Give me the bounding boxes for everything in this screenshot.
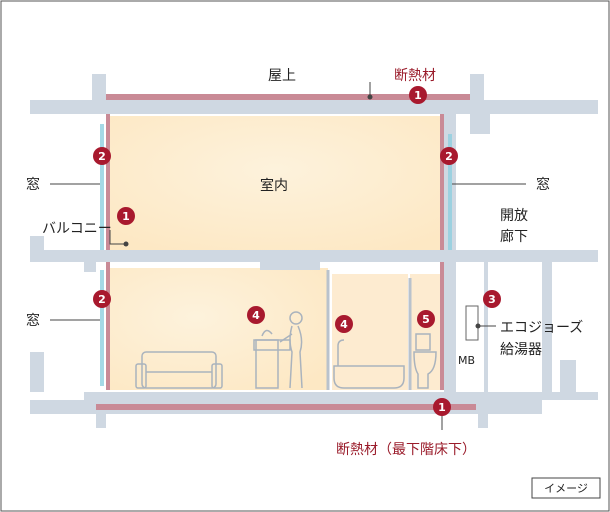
mb-label: MB xyxy=(458,354,475,367)
rooftop-label: 屋上 xyxy=(268,68,296,84)
ecojoze-label-1: エコジョーズ xyxy=(500,320,583,336)
marker-window-left-bottom: 2 xyxy=(93,290,111,308)
marker-floor: 1 xyxy=(433,398,451,416)
person-icon xyxy=(279,311,303,389)
bathtub-icon xyxy=(333,339,405,389)
svg-text:4: 4 xyxy=(340,318,348,331)
marker-window-right-top: 2 xyxy=(440,147,458,165)
toilet-icon xyxy=(413,333,437,389)
marker-roof: 1 xyxy=(409,86,427,104)
toilet-room xyxy=(410,274,444,390)
insulation-bottom-label: 断熱材（最下階床下） xyxy=(336,442,476,458)
windows xyxy=(100,124,452,386)
indoor-label: 室内 xyxy=(260,177,288,194)
ecojoze-label-2: 給湯器 xyxy=(500,341,542,358)
window-label-left-bottom: 窓 xyxy=(26,312,40,329)
open-corridor-label-1: 開放 xyxy=(500,208,528,224)
marker-toilet: 5 xyxy=(417,310,435,328)
svg-text:3: 3 xyxy=(488,293,496,306)
marker-balcony: 1 xyxy=(117,207,135,225)
svg-text:2: 2 xyxy=(445,150,453,163)
balcony-label: バルコニー xyxy=(42,221,112,237)
window-label-right-top: 窓 xyxy=(536,176,550,193)
svg-text:1: 1 xyxy=(438,401,446,414)
marker-sink: 4 xyxy=(247,306,265,324)
ceiling-beam xyxy=(260,262,320,270)
svg-text:5: 5 xyxy=(422,313,430,326)
svg-text:1: 1 xyxy=(414,89,422,102)
washstand-icon xyxy=(253,329,291,389)
image-note-label: イメージ xyxy=(544,482,588,495)
partitions xyxy=(326,270,412,390)
leader-dots xyxy=(123,94,481,329)
leader-lines xyxy=(50,82,526,430)
image-note-box xyxy=(531,477,601,499)
insulation-label: 断熱材 xyxy=(394,68,436,84)
furniture xyxy=(135,311,437,389)
open-corridor-label-2: 廊下 xyxy=(500,228,528,245)
marker-window-left-top: 2 xyxy=(93,147,111,165)
water-heater-icon xyxy=(465,305,479,341)
marker-bath: 4 xyxy=(335,315,353,333)
sofa-icon xyxy=(135,351,223,389)
number-markers: 1 2 2 1 2 4 4 5 3 1 xyxy=(93,86,501,416)
svg-text:2: 2 xyxy=(98,293,106,306)
upper-room xyxy=(108,116,444,250)
marker-heater: 3 xyxy=(483,290,501,308)
svg-text:2: 2 xyxy=(98,150,106,163)
insulation-layers xyxy=(96,94,476,410)
window-label-left-top: 窓 xyxy=(26,176,40,193)
svg-text:1: 1 xyxy=(122,210,130,223)
lower-living-room xyxy=(108,268,328,390)
svg-text:4: 4 xyxy=(252,309,260,322)
